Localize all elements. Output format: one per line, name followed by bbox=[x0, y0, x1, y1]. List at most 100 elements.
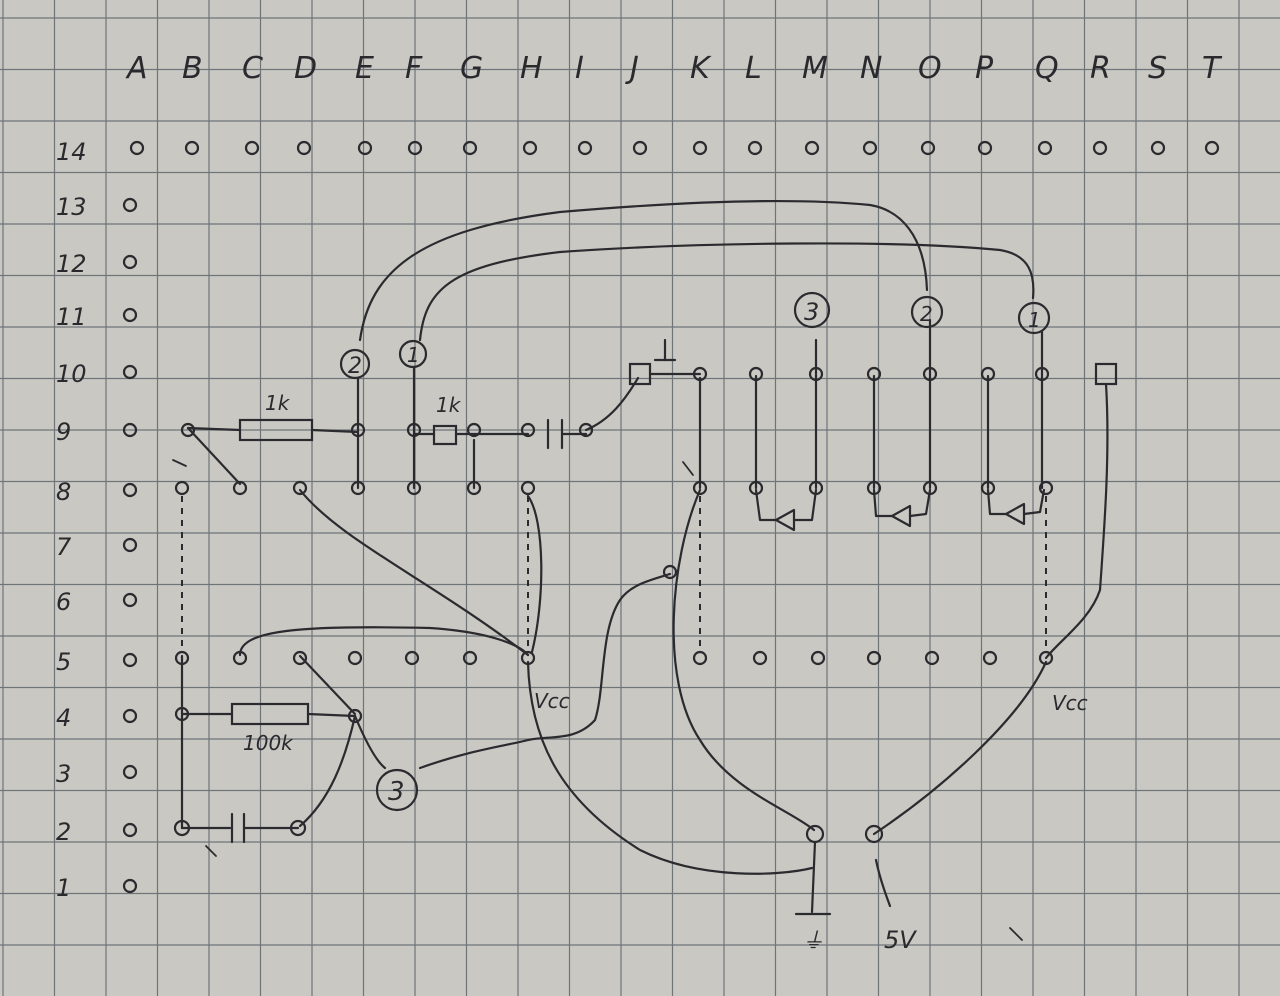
component-1k-small bbox=[432, 424, 458, 446]
pad bbox=[122, 197, 138, 213]
switch-pad-j10 bbox=[628, 362, 652, 386]
pad bbox=[122, 364, 138, 380]
column-letter: J bbox=[625, 51, 639, 86]
column-letter: M bbox=[802, 51, 828, 86]
pad bbox=[296, 140, 312, 156]
column-letter: D bbox=[294, 51, 317, 86]
column-letter: I bbox=[575, 51, 584, 86]
pad bbox=[632, 140, 648, 156]
column-letter: F bbox=[405, 51, 423, 86]
wire-arc-1 bbox=[418, 242, 1035, 342]
circled-label-1-right bbox=[1017, 301, 1051, 335]
circled-label-3-top bbox=[793, 291, 831, 329]
pad bbox=[180, 422, 196, 438]
column-letter: K bbox=[690, 51, 712, 86]
circled-label-1-left-text: 1 bbox=[407, 343, 420, 367]
pad bbox=[692, 140, 708, 156]
pad bbox=[752, 650, 768, 666]
wire-vcc-5v bbox=[872, 660, 1048, 836]
stray-mark bbox=[1009, 927, 1023, 941]
diode-lm bbox=[754, 488, 818, 532]
pad bbox=[244, 140, 260, 156]
pad bbox=[122, 708, 138, 724]
pad bbox=[578, 422, 594, 438]
wire-ground-down bbox=[810, 840, 817, 914]
component-1k-small-label: 1k bbox=[436, 393, 462, 417]
column-letter: A bbox=[125, 51, 148, 86]
pad bbox=[292, 650, 308, 666]
pad bbox=[920, 140, 936, 156]
row-number: 11 bbox=[56, 303, 87, 331]
pad bbox=[122, 537, 138, 553]
pad bbox=[122, 822, 138, 838]
pad bbox=[577, 140, 593, 156]
column-letter: H bbox=[520, 51, 543, 86]
resistor-100k bbox=[230, 702, 310, 726]
resistor-1k-label: 1k bbox=[265, 391, 291, 415]
circled-label-2-left bbox=[339, 348, 371, 380]
row-number: 14 bbox=[56, 138, 87, 166]
wire-t10-vcc bbox=[1044, 382, 1109, 660]
wire-5v-down bbox=[874, 858, 892, 908]
pad bbox=[1037, 140, 1053, 156]
pad bbox=[122, 878, 138, 894]
pad-5v bbox=[864, 824, 884, 844]
circled-label-1-left bbox=[398, 339, 428, 369]
row-number: 13 bbox=[56, 193, 87, 221]
pad bbox=[122, 254, 138, 270]
pad bbox=[292, 480, 308, 496]
wire-c5-d4 bbox=[298, 654, 357, 716]
pad bbox=[462, 650, 478, 666]
row-number: 6 bbox=[56, 588, 71, 616]
column-letter: N bbox=[860, 51, 882, 86]
pad-ground bbox=[805, 824, 825, 844]
pad bbox=[174, 480, 190, 496]
pad bbox=[862, 140, 878, 156]
pad bbox=[462, 140, 478, 156]
pad bbox=[232, 480, 248, 496]
pad bbox=[357, 140, 373, 156]
column-letter: P bbox=[975, 51, 994, 86]
wire-r1k-e9 bbox=[310, 428, 360, 434]
pad bbox=[122, 307, 138, 323]
pad bbox=[866, 650, 882, 666]
wire-c8-vcc bbox=[298, 488, 530, 657]
resistor-100k-label: 100k bbox=[243, 731, 294, 755]
circled-label-3-bottom-text: 3 bbox=[388, 777, 405, 807]
pad bbox=[977, 140, 993, 156]
pad bbox=[747, 140, 763, 156]
circled-label-3-bottom bbox=[375, 768, 419, 812]
pad bbox=[347, 650, 363, 666]
pad bbox=[982, 650, 998, 666]
pad bbox=[122, 764, 138, 780]
pad bbox=[692, 650, 708, 666]
pad bbox=[122, 592, 138, 608]
column-letter: R bbox=[1090, 51, 1111, 86]
pad bbox=[520, 480, 536, 496]
vcc-label-left: Vcc bbox=[534, 689, 570, 713]
breadboard-pads bbox=[122, 140, 1220, 894]
column-letter: O bbox=[918, 51, 942, 86]
circled-label-2-left-text: 2 bbox=[348, 354, 362, 379]
pad bbox=[122, 422, 138, 438]
row-number: 10 bbox=[56, 360, 87, 388]
pad bbox=[1150, 140, 1166, 156]
wire-label3-k6 bbox=[418, 572, 672, 770]
pad bbox=[466, 422, 482, 438]
pad bbox=[520, 422, 536, 438]
pad bbox=[129, 140, 145, 156]
circled-label-3-top-text: 3 bbox=[804, 298, 819, 326]
row-number: 8 bbox=[56, 478, 71, 506]
row-number: 3 bbox=[56, 760, 71, 788]
wire-r100k-d4 bbox=[306, 712, 357, 718]
row-number: 2 bbox=[56, 818, 71, 846]
pad bbox=[924, 650, 940, 666]
wire-a9 bbox=[186, 426, 242, 432]
row-number: 1 bbox=[56, 874, 71, 902]
wire-d4-label3 bbox=[353, 714, 387, 770]
column-letter: E bbox=[355, 51, 374, 86]
circled-label-2-right-text: 2 bbox=[920, 302, 933, 326]
